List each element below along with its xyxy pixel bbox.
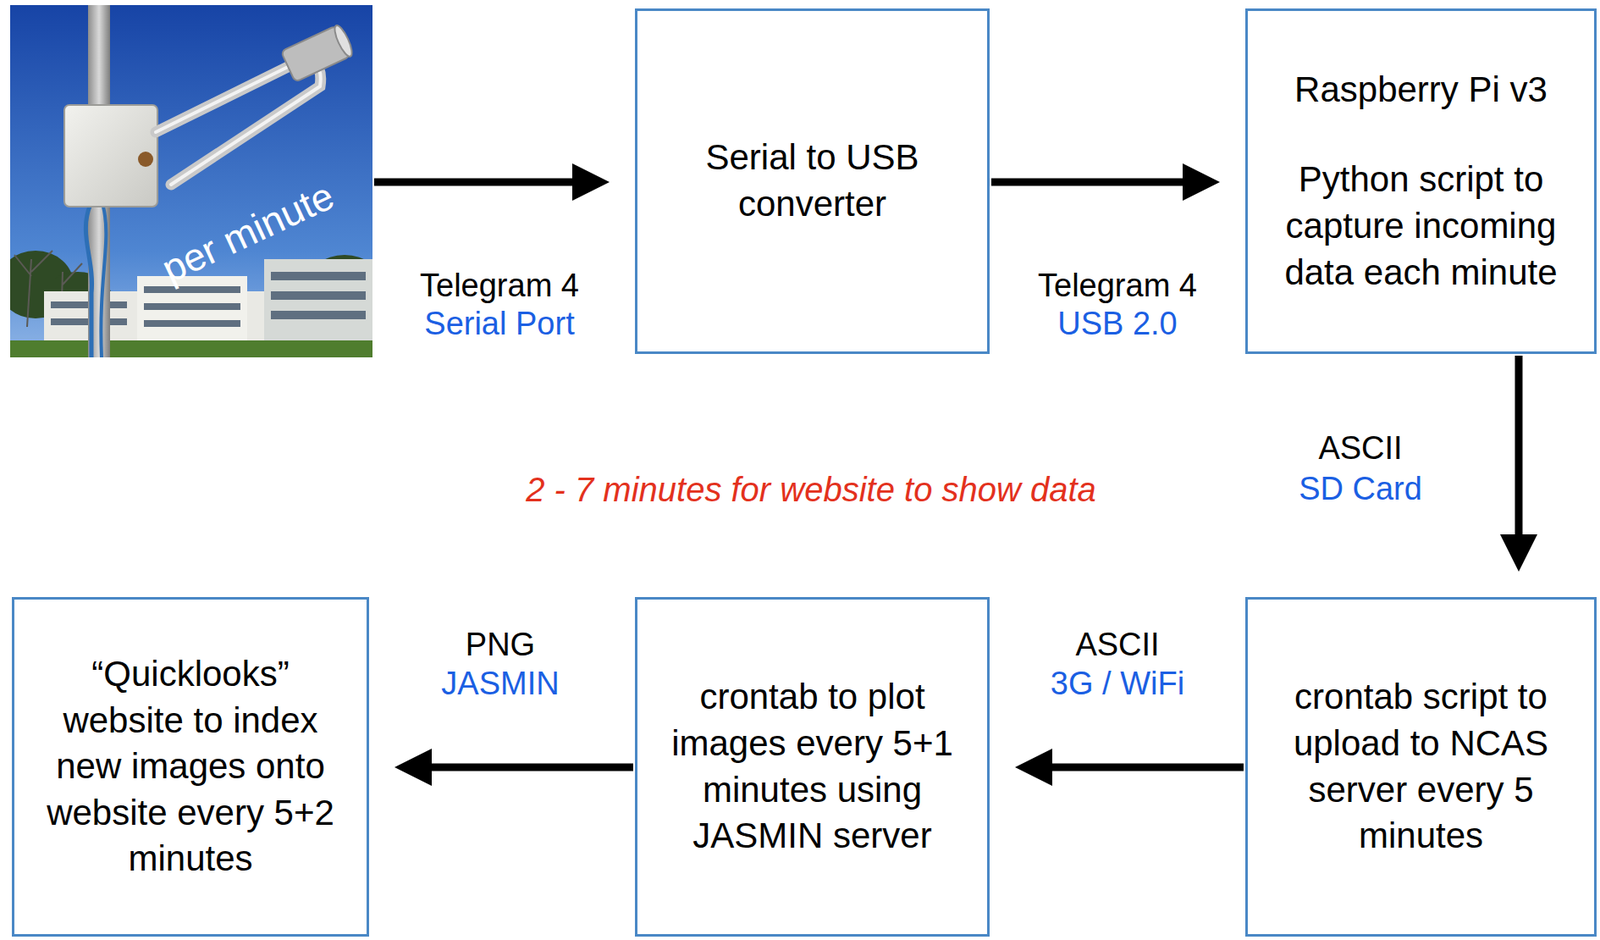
text-stack: Serial to USB converter [654, 134, 971, 227]
edge-label: PNG [465, 626, 536, 664]
text-stack: “Quicklooks” website to index new images… [31, 651, 350, 883]
flow-arrow [1515, 355, 1523, 547]
photo-node: per minute [10, 5, 373, 358]
process-box: crontab script to upload to NCAS server … [1245, 596, 1597, 937]
edge-label: ASCII [1318, 430, 1402, 468]
edge-label: Telegram 4 [419, 267, 580, 305]
box-text: crontab script to upload to NCAS server … [1264, 673, 1578, 859]
text-stack: crontab script to upload to NCAS server … [1264, 673, 1578, 859]
box-text: Python script to capture incoming data e… [1264, 156, 1578, 296]
flow-arrow [1040, 763, 1244, 772]
medium-label: 3G / WiFi [1050, 665, 1185, 703]
process-box: Serial to USB converter [634, 8, 990, 354]
medium-label: USB 2.0 [1057, 305, 1178, 343]
medium-label: Serial Port [424, 305, 574, 343]
photo-caption: per minute [154, 172, 341, 293]
box-heading: Raspberry Pi v3 [1294, 66, 1548, 114]
text-stack: crontab to plot images every 5+1 minutes… [654, 673, 971, 859]
timing-note: 2 - 7 minutes for website to show data [525, 469, 1097, 509]
medium-label: JASMIN [441, 665, 559, 703]
box-text: Serial to USB converter [654, 134, 971, 227]
text-stack: Raspberry Pi v3 Python script to capture … [1264, 66, 1578, 296]
process-box: crontab to plot images every 5+1 minutes… [634, 596, 990, 937]
edge-label: ASCII [1075, 626, 1159, 664]
flow-arrow [374, 178, 585, 187]
box-text: crontab to plot images every 5+1 minutes… [654, 673, 971, 859]
process-box: “Quicklooks” website to index new images… [11, 596, 370, 937]
medium-label: SD Card [1298, 470, 1423, 508]
edge-label: Telegram 4 [1037, 267, 1198, 305]
flow-arrow [419, 763, 634, 772]
box-text: “Quicklooks” website to index new images… [31, 651, 350, 883]
process-box: Raspberry Pi v3 Python script to capture … [1245, 8, 1597, 354]
flow-arrow [991, 178, 1195, 187]
